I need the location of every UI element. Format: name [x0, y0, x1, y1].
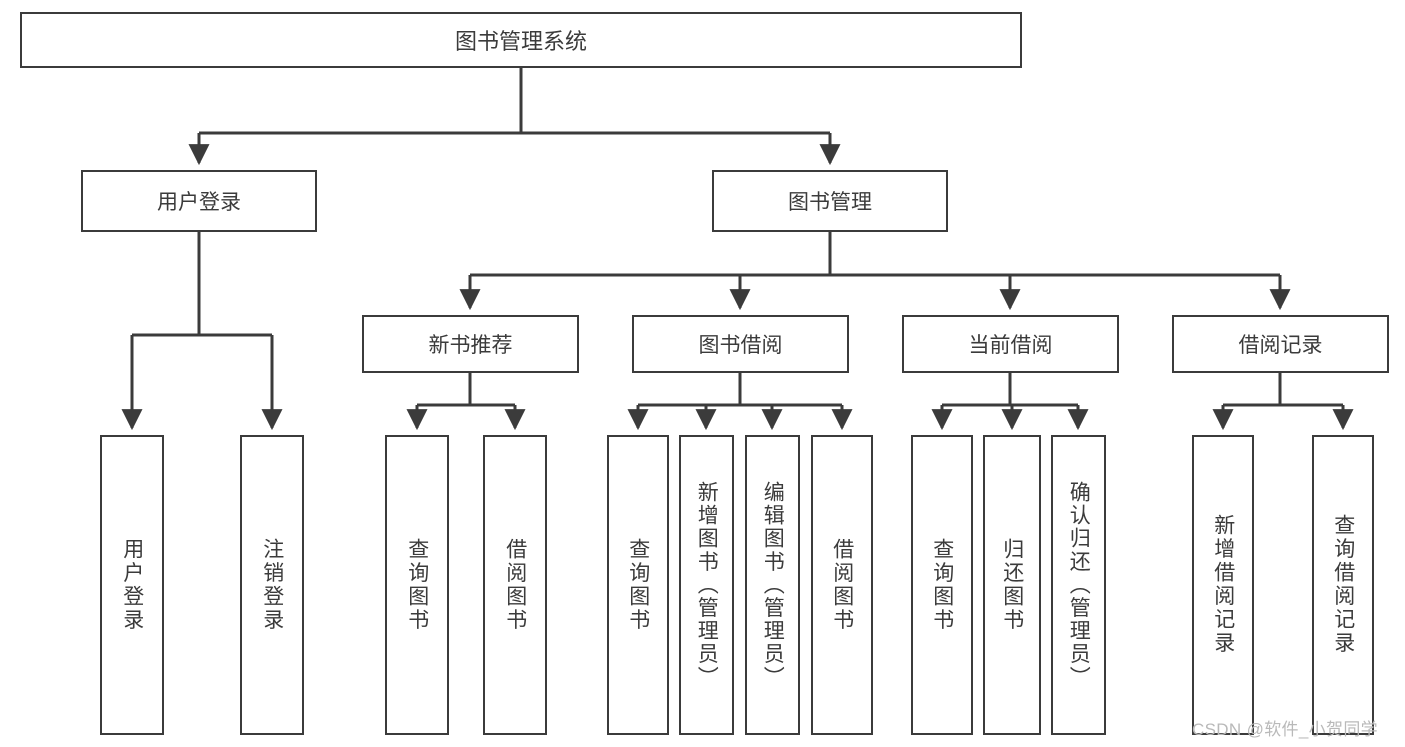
leaf-return-book-label: 归还图书 [1000, 537, 1024, 633]
leaf-query-book-3[interactable]: 查询图书 [911, 435, 973, 735]
leaf-confirm-return[interactable]: 确认归还（管理员） [1051, 435, 1106, 735]
node-borrow-record[interactable]: 借阅记录 [1172, 315, 1389, 373]
leaf-user-login-label: 用户登录 [120, 537, 144, 633]
leaf-return-book[interactable]: 归还图书 [983, 435, 1041, 735]
node-new-book-recommend[interactable]: 新书推荐 [362, 315, 579, 373]
leaf-edit-book-admin-label: 编辑图书（管理员） [761, 481, 785, 689]
leaf-edit-book-admin[interactable]: 编辑图书（管理员） [745, 435, 800, 735]
node-new-book-recommend-label: 新书推荐 [428, 334, 513, 357]
leaf-query-record[interactable]: 查询借阅记录 [1312, 435, 1374, 735]
leaf-query-book-2-label: 查询图书 [626, 537, 650, 633]
node-book-manage[interactable]: 图书管理 [712, 170, 948, 232]
csdn-watermark: CSDN @软件_小贺同学 [1192, 720, 1379, 739]
leaf-query-record-label: 查询借阅记录 [1331, 514, 1355, 656]
node-book-borrow[interactable]: 图书借阅 [632, 315, 849, 373]
leaf-query-book-3-label: 查询图书 [930, 537, 954, 633]
leaf-confirm-return-label: 确认归还（管理员） [1067, 481, 1091, 689]
node-current-borrow-label: 当前借阅 [968, 334, 1053, 357]
node-root[interactable]: 图书管理系统 [20, 12, 1022, 68]
leaf-query-book-2[interactable]: 查询图书 [607, 435, 669, 735]
leaf-borrow-book-2[interactable]: 借阅图书 [811, 435, 873, 735]
node-borrow-record-label: 借阅记录 [1238, 334, 1323, 357]
node-book-borrow-label: 图书借阅 [698, 334, 783, 357]
leaf-add-book-admin[interactable]: 新增图书（管理员） [679, 435, 734, 735]
leaf-borrow-book-2-label: 借阅图书 [830, 537, 854, 633]
leaf-add-book-admin-label: 新增图书（管理员） [695, 481, 719, 689]
leaf-query-book-1-label: 查询图书 [405, 537, 429, 633]
leaf-query-book-1[interactable]: 查询图书 [385, 435, 449, 735]
leaf-borrow-book-1-label: 借阅图书 [503, 537, 527, 633]
leaf-borrow-book-1[interactable]: 借阅图书 [483, 435, 547, 735]
leaf-user-logout-label: 注销登录 [260, 537, 284, 633]
node-user-login[interactable]: 用户登录 [81, 170, 317, 232]
leaf-user-logout[interactable]: 注销登录 [240, 435, 304, 735]
leaf-add-record[interactable]: 新增借阅记录 [1192, 435, 1254, 735]
node-user-login-label: 用户登录 [157, 191, 241, 214]
leaf-user-login[interactable]: 用户登录 [100, 435, 164, 735]
node-current-borrow[interactable]: 当前借阅 [902, 315, 1119, 373]
node-book-manage-label: 图书管理 [788, 191, 872, 214]
node-root-label: 图书管理系统 [454, 29, 587, 54]
leaf-add-record-label: 新增借阅记录 [1211, 514, 1235, 656]
